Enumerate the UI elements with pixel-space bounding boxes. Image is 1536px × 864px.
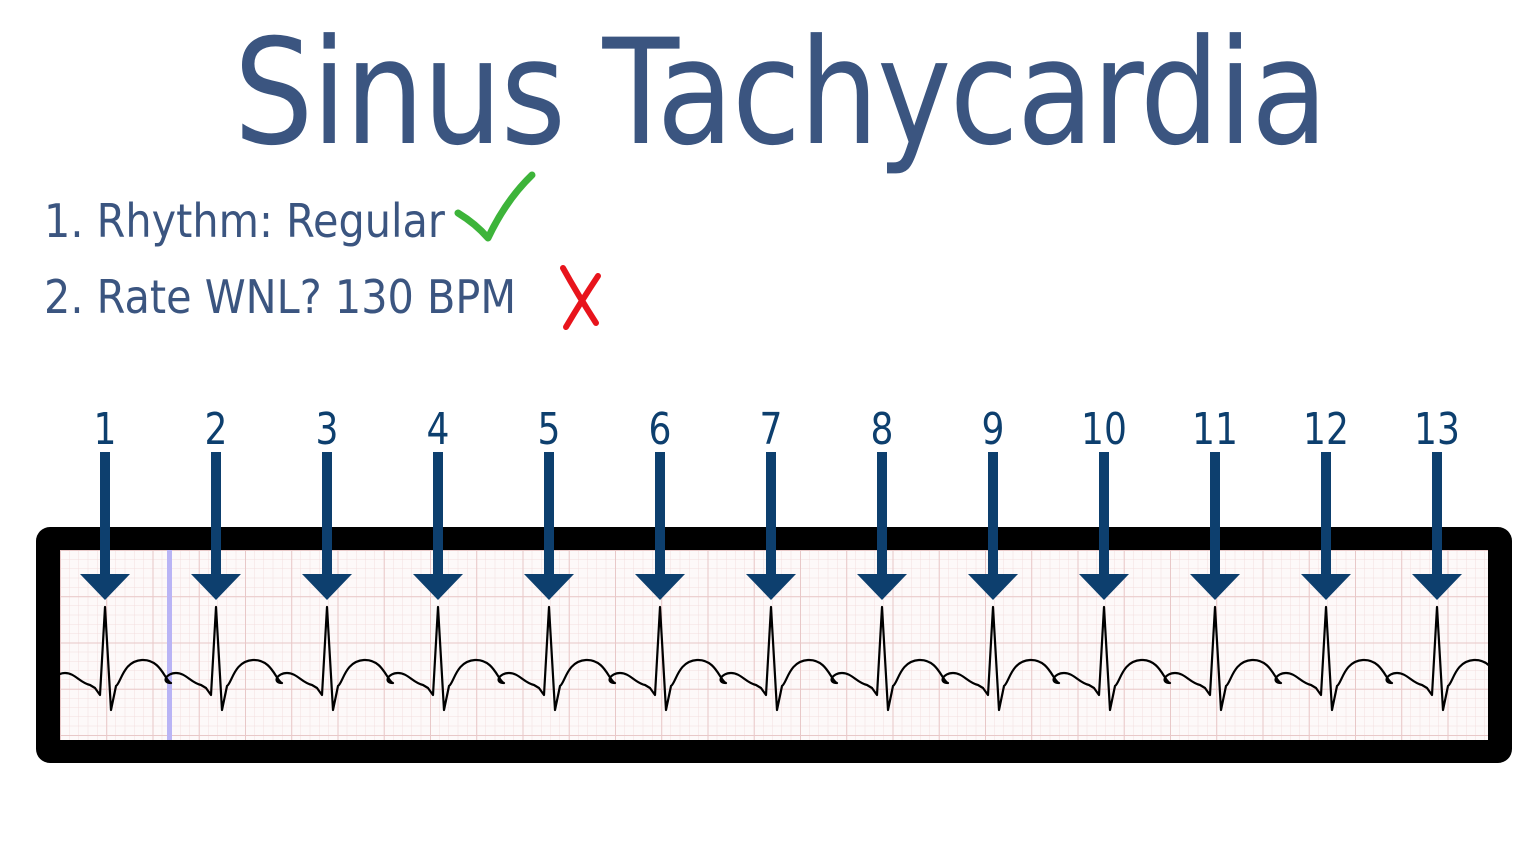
arrow-down-icon xyxy=(1210,452,1220,577)
arrow-down-icon xyxy=(1432,452,1442,577)
beat-label: 7 xyxy=(760,405,783,455)
beat-arrow: 11 xyxy=(1190,405,1240,600)
arrow-down-icon xyxy=(100,452,110,577)
arrow-down-icon xyxy=(877,452,887,577)
arrow-down-icon xyxy=(211,452,221,577)
arrow-down-icon xyxy=(544,452,554,577)
beat-arrow: 12 xyxy=(1301,405,1351,600)
beat-label: 11 xyxy=(1192,405,1238,455)
arrow-down-icon xyxy=(655,452,665,577)
beat-label: 12 xyxy=(1303,405,1349,455)
beat-label: 8 xyxy=(871,405,894,455)
check-icon xyxy=(454,171,536,242)
ecg-waveform xyxy=(60,605,1488,712)
beat-label: 9 xyxy=(982,405,1005,455)
beat-arrow: 9 xyxy=(968,405,1018,600)
beat-arrow: 10 xyxy=(1079,405,1129,600)
arrow-down-icon xyxy=(433,452,443,577)
beat-arrow: 1 xyxy=(80,405,130,600)
beat-arrow: 4 xyxy=(413,405,463,600)
criterion-rhythm: 1. Rhythm: Regular xyxy=(44,194,445,248)
beat-label: 6 xyxy=(649,405,672,455)
cross-icon xyxy=(560,265,601,330)
beat-label: 5 xyxy=(538,405,561,455)
arrow-down-icon xyxy=(322,452,332,577)
beat-label: 1 xyxy=(94,405,117,455)
beat-label: 4 xyxy=(427,405,450,455)
slide-title: Sinus Tachycardia xyxy=(233,8,1328,178)
beat-label: 2 xyxy=(205,405,228,455)
beat-arrow: 3 xyxy=(302,405,352,600)
arrow-down-icon xyxy=(988,452,998,577)
criterion-rate: 2. Rate WNL? 130 BPM xyxy=(44,270,517,324)
beat-arrow: 2 xyxy=(191,405,241,600)
time-marker-line xyxy=(167,550,172,740)
arrow-down-icon xyxy=(1099,452,1109,577)
beat-arrow: 8 xyxy=(857,405,907,600)
beat-arrow: 5 xyxy=(524,405,574,600)
beat-label: 10 xyxy=(1081,405,1127,455)
arrow-down-icon xyxy=(1321,452,1331,577)
beat-arrow: 6 xyxy=(635,405,685,600)
beat-arrow: 13 xyxy=(1412,405,1462,600)
beat-label: 3 xyxy=(316,405,339,455)
beat-label: 13 xyxy=(1414,405,1460,455)
beat-arrow: 7 xyxy=(746,405,796,600)
arrow-down-icon xyxy=(766,452,776,577)
